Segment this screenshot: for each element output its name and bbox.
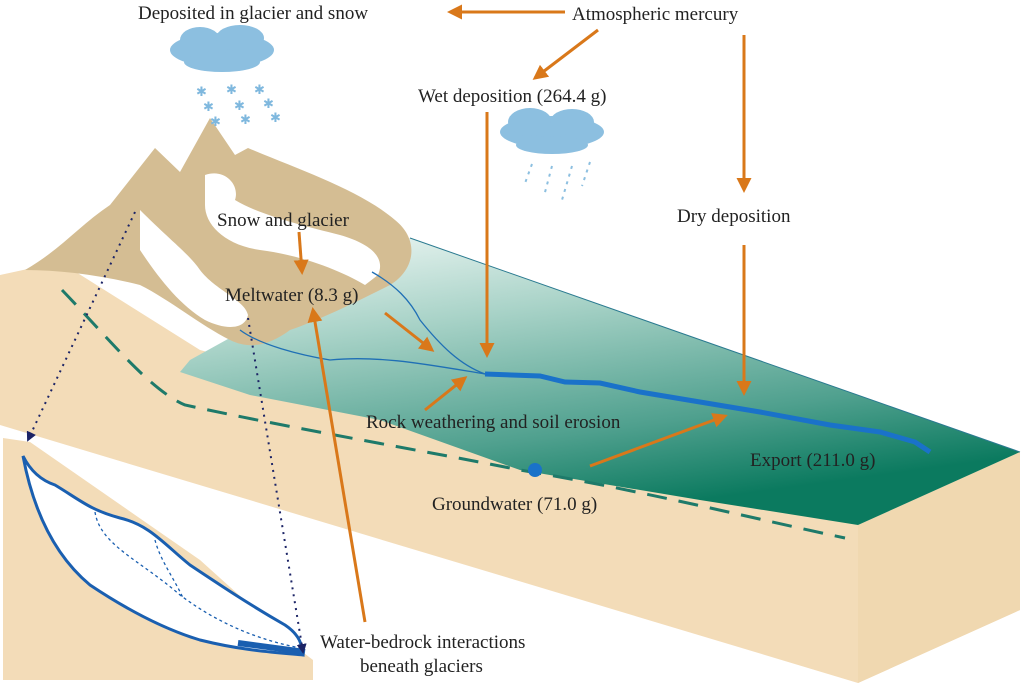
arrow-weathering-to-river xyxy=(424,376,468,412)
glacier-patch-upper xyxy=(205,173,381,285)
stream-left xyxy=(239,329,486,375)
label-deposited-glacier: Deposited in glacier and snow xyxy=(138,3,368,24)
label-atmospheric-mercury: Atmospheric mercury xyxy=(572,4,739,25)
valley-edge xyxy=(409,237,1021,453)
dotted-pointer-right xyxy=(247,317,307,654)
groundwater-spring-icon xyxy=(528,463,542,477)
arrow-bedrock-to-melt xyxy=(307,307,367,623)
water-table-dashed xyxy=(60,288,846,540)
inset-basal-water xyxy=(237,640,306,655)
svg-text:✱: ✱ xyxy=(263,97,274,112)
label-wet-deposition: Wet deposition (264.4 g) xyxy=(418,86,606,107)
svg-text:✱: ✱ xyxy=(203,100,214,115)
svg-text:✱: ✱ xyxy=(240,113,251,128)
svg-text:✱: ✱ xyxy=(210,115,221,130)
stream-right xyxy=(371,271,486,375)
arrow-groundwater-to-river xyxy=(589,413,728,468)
label-dry-deposition: Dry deposition xyxy=(677,206,791,227)
arrow-melt-to-river xyxy=(384,311,435,352)
svg-text:✱: ✱ xyxy=(226,83,237,98)
svg-text:✱: ✱ xyxy=(270,111,281,126)
rain-drops-icon xyxy=(523,161,591,201)
label-snow-glacier: Snow and glacier xyxy=(217,210,350,231)
main-river xyxy=(484,371,932,455)
svg-text:✱: ✱ xyxy=(196,85,207,100)
arrow-snow-to-melt xyxy=(293,231,309,275)
arrow-to-wet xyxy=(532,28,599,80)
inset-glacier-outline xyxy=(21,455,305,657)
block-right-face xyxy=(858,452,1020,683)
rain-cloud-icon xyxy=(500,108,604,154)
flux-arrows xyxy=(293,4,752,623)
label-groundwater: Groundwater (71.0 g) xyxy=(432,494,597,515)
glacier-patch-lower xyxy=(140,210,248,327)
svg-text:✱: ✱ xyxy=(254,83,265,98)
svg-text:✱: ✱ xyxy=(234,99,245,114)
label-bedrock-line1: Water-bedrock interactions xyxy=(320,632,525,653)
label-bedrock-line2: beneath glaciers xyxy=(360,656,483,677)
inset-internal-flow xyxy=(94,511,301,649)
snow-cloud-icon xyxy=(170,25,274,72)
snowflakes-icon: ✱✱✱ ✱✱✱ ✱✱✱ xyxy=(196,83,281,130)
label-meltwater: Meltwater (8.3 g) xyxy=(225,285,358,306)
label-export: Export (211.0 g) xyxy=(750,450,875,471)
label-rock-weathering: Rock weathering and soil erosion xyxy=(366,412,621,433)
